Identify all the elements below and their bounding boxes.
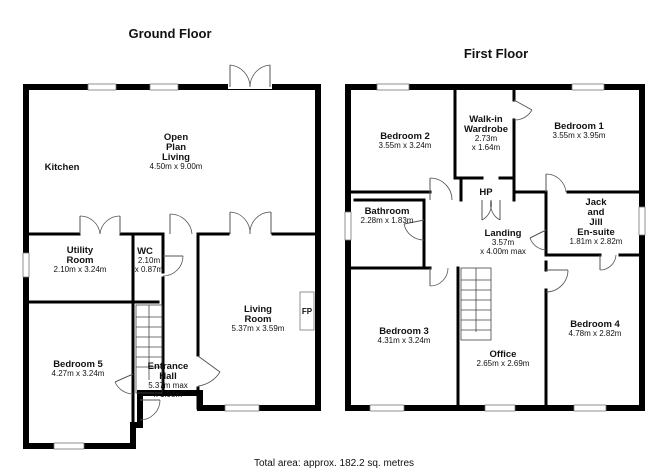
ground-floor-plan [22,64,321,450]
ensuite-wall [544,190,644,257]
hp-wall [459,176,516,202]
door-swing [114,373,134,395]
first-outer-wall [345,84,645,411]
door-swing [429,267,449,287]
room-dimensions: 3.55m x 3.95m [553,131,606,140]
room-name: Office [490,349,517,360]
door-swing [229,211,272,235]
window [344,211,352,241]
fireplace-label: FP [302,307,313,316]
room-name: Bedroom 2 [380,131,430,142]
room-dimensions: 4.50m x 9.00m [150,162,203,171]
room-name: WC [137,246,153,257]
room-dimensions: 3.55m x 3.24m [379,141,432,150]
staircase [460,267,492,341]
room-dimensions: 2.28m x 1.83m [361,216,414,225]
wc-wall [131,232,165,304]
room-name: Bedroom 1 [554,121,604,132]
first-floor-title: First Floor [464,46,528,61]
door-swing [545,269,569,293]
total-area-caption: Total area: approx. 182.2 sq. metres [254,458,414,469]
room-dimensions: 1.81m x 2.82m [570,237,623,246]
room-name: Bedroom 3 [379,326,429,337]
bedroom3-wall [346,266,460,410]
bedroom2-wall [346,85,457,194]
room-name: Bedroom 5 [53,359,103,370]
door-swing [429,177,453,201]
window [638,206,646,236]
door-swing [481,199,501,221]
french-doors [228,64,272,89]
hp-label: HP [479,187,493,198]
window [484,404,516,412]
door-swing [169,213,193,235]
window [53,442,85,450]
room-dimensions: 4.31m x 3.24m [378,336,431,345]
door-swing [79,215,121,235]
window [376,83,410,91]
room-name: Kitchen [45,162,80,173]
front-door [139,399,161,421]
door-swing [529,229,547,251]
room-name: Bathroom [365,206,410,217]
room-dimensions: 2.10m x 3.24m [54,265,107,274]
window [571,83,605,91]
window [149,83,179,91]
door-swing [162,255,184,277]
first-floor-plan [344,83,646,412]
staircase [135,304,163,394]
room-name: Landing [485,228,522,239]
window [573,404,607,412]
room-dimensions: 5.37m x 3.59m [232,324,285,333]
door-swing [403,219,425,241]
window [224,404,260,412]
walkin-wall [453,85,516,180]
room-name: Bedroom 4 [570,319,620,330]
living-room-wall [196,232,320,410]
fireplace [299,291,315,331]
ground-floor-title: Ground Floor [128,26,211,41]
room-dimensions: 2.65m x 2.69m [477,359,530,368]
door-swing [545,173,567,193]
door-swing [197,355,221,387]
room-dimensions: 4.27m x 3.24m [52,369,105,378]
window [369,404,405,412]
door-swing [599,254,617,271]
door-swing [513,99,533,121]
room-dimensions: 4.78m x 2.82m [569,329,622,338]
window [22,252,30,278]
window [87,83,117,91]
